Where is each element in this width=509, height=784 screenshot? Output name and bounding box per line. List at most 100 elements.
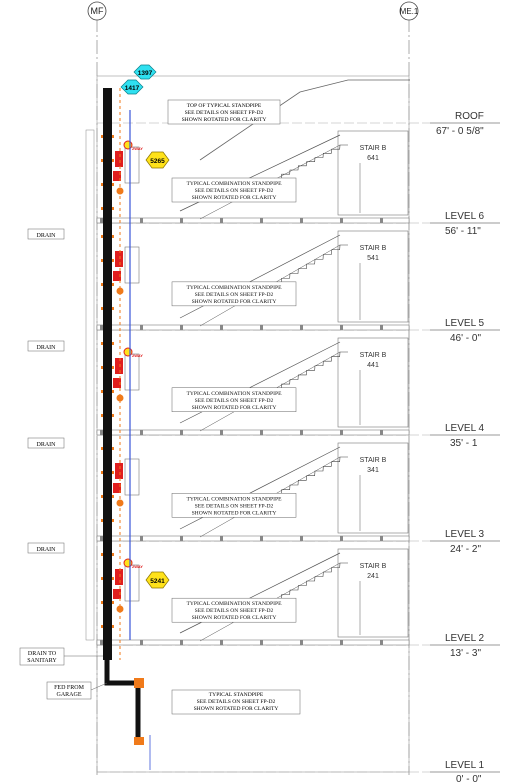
slab-mark: [260, 640, 263, 645]
slab-mark: [220, 640, 223, 645]
slab-mark: [180, 536, 183, 541]
level-5[interactable]: LEVEL 5 46' - 0": [430, 318, 500, 344]
stair-room-number: 441: [367, 362, 379, 369]
svg-text:LEVEL 6: LEVEL 6: [445, 211, 485, 222]
garage-feed-pipe: [104, 660, 141, 745]
drain-label-4: DRAIN: [27, 542, 65, 554]
fdc-2way-tag[interactable]: 2WAY: [123, 558, 143, 569]
slab-mark: [140, 325, 143, 330]
svg-text:DRAIN TO: DRAIN TO: [28, 651, 57, 657]
svg-text:SHOWN ROTATED FOR CLARITY: SHOWN ROTATED FOR CLARITY: [192, 405, 277, 411]
svg-text:SHOWN ROTATED FOR CLARITY: SHOWN ROTATED FOR CLARITY: [182, 117, 267, 123]
slab-mark: [300, 325, 303, 330]
svg-text:SHOWN ROTATED FOR CLARITY: SHOWN ROTATED FOR CLARITY: [192, 299, 277, 305]
slab-mark: [300, 430, 303, 435]
floor-slab: [96, 217, 410, 224]
slab-mark: [260, 218, 263, 223]
svg-text:FED FROM: FED FROM: [54, 685, 85, 691]
hex-tag-1417[interactable]: 1417: [120, 79, 144, 95]
note-top-standpipe: TOP OF TYPICAL STANDPIPE SEE DETAILS ON …: [167, 99, 281, 125]
drain-label-3: DRAIN: [27, 437, 65, 449]
svg-text:DRAIN: DRAIN: [37, 547, 57, 553]
slab-mark: [140, 536, 143, 541]
stair-b-room: [337, 337, 409, 428]
standpipe-riser: [103, 88, 112, 660]
slab-mark: [100, 325, 103, 330]
svg-text:DRAIN: DRAIN: [37, 233, 57, 239]
drain-to-sanitary-label: DRAIN TO SANITARY: [19, 647, 65, 666]
stair-b-room: [337, 230, 409, 323]
svg-text:SEE DETAILS ON SHEET FP-D2: SEE DETAILS ON SHEET FP-D2: [195, 608, 274, 614]
hex-tag-5265[interactable]: 5265: [145, 151, 170, 169]
level-6[interactable]: LEVEL 6 56' - 11": [430, 211, 500, 237]
svg-text:TOP OF TYPICAL STANDPIPE: TOP OF TYPICAL STANDPIPE: [187, 103, 262, 109]
svg-text:SEE DETAILS ON SHEET FP-D2: SEE DETAILS ON SHEET FP-D2: [185, 110, 264, 116]
slab-mark: [340, 536, 343, 541]
slab-mark: [220, 430, 223, 435]
svg-text:TYPICAL COMBINATION STANDPIPE: TYPICAL COMBINATION STANDPIPE: [186, 391, 282, 397]
svg-text:LEVEL 4: LEVEL 4: [445, 423, 485, 434]
svg-text:2WAY: 2WAY: [132, 564, 143, 569]
svg-text:24' - 2": 24' - 2": [450, 544, 481, 555]
level-1[interactable]: LEVEL 1 0' - 0": [430, 760, 500, 784]
svg-text:SEE DETAILS ON SHEET FP-D2: SEE DETAILS ON SHEET FP-D2: [197, 699, 276, 705]
level-labels: ROOF 67' - 0 5/8" LEVEL 6 56' - 11" LEVE…: [430, 111, 500, 784]
svg-text:ME.1: ME.1: [400, 7, 419, 16]
hose-valve-assembly[interactable]: [113, 353, 140, 402]
level-4[interactable]: LEVEL 4 35' - 1: [430, 423, 500, 449]
slab-mark: [300, 218, 303, 223]
level-2[interactable]: LEVEL 2 13' - 3": [430, 633, 500, 659]
note-typical-standpipe: TYPICAL STANDPIPE SEE DETAILS ON SHEET F…: [171, 689, 301, 715]
stair-b-room: [337, 442, 409, 534]
slab-mark: [380, 218, 383, 223]
svg-text:LEVEL 3: LEVEL 3: [445, 529, 485, 540]
grid-marker-mf[interactable]: MF: [87, 1, 107, 21]
slab-mark: [180, 325, 183, 330]
svg-text:5241: 5241: [150, 578, 165, 585]
stair-room-number: 241: [367, 573, 379, 580]
roof-stair-rail: [199, 79, 410, 161]
slab-mark: [100, 536, 103, 541]
floor-slab: [96, 429, 410, 436]
hose-valve-assembly[interactable]: [113, 146, 140, 195]
hose-valve-assembly[interactable]: [113, 458, 140, 507]
slab-mark: [100, 430, 103, 435]
slab-mark: [140, 640, 143, 645]
wall-left: [85, 129, 95, 641]
svg-text:TYPICAL COMBINATION STANDPIPE: TYPICAL COMBINATION STANDPIPE: [186, 601, 282, 607]
grid-marker-me1[interactable]: ME.1: [399, 1, 419, 21]
hex-tag-5241[interactable]: 5241: [145, 571, 170, 589]
svg-text:LEVEL 5: LEVEL 5: [445, 318, 485, 329]
svg-text:SEE DETAILS ON SHEET FP-D2: SEE DETAILS ON SHEET FP-D2: [195, 188, 274, 194]
fdc-2way-tag[interactable]: 2WAY: [123, 140, 143, 151]
svg-text:0' - 0": 0' - 0": [456, 774, 482, 784]
slab-mark: [180, 218, 183, 223]
level-roof[interactable]: ROOF 67' - 0 5/8": [430, 111, 500, 137]
svg-text:SHOWN ROTATED FOR CLARITY: SHOWN ROTATED FOR CLARITY: [192, 195, 277, 201]
stair-b-label: STAIR B: [360, 457, 387, 464]
svg-text:MF: MF: [91, 6, 104, 16]
svg-text:2WAY: 2WAY: [132, 146, 143, 151]
hose-valve-assembly[interactable]: [113, 564, 140, 613]
svg-text:SEE DETAILS ON SHEET FP-D2: SEE DETAILS ON SHEET FP-D2: [195, 398, 274, 404]
svg-text:ROOF: ROOF: [455, 111, 484, 122]
level-3[interactable]: LEVEL 3 24' - 2": [430, 529, 500, 555]
stair-room-number: 541: [367, 255, 379, 262]
floor-slab: [96, 639, 410, 646]
svg-text:SEE DETAILS ON SHEET FP-D2: SEE DETAILS ON SHEET FP-D2: [195, 503, 274, 509]
stair-b-label: STAIR B: [360, 563, 387, 570]
svg-text:SANITARY: SANITARY: [27, 658, 57, 664]
slab-mark: [140, 430, 143, 435]
stair-room-number: 641: [367, 155, 379, 162]
hose-valve-assembly[interactable]: [113, 246, 140, 295]
fdc-2way-tag[interactable]: 2WAY: [123, 347, 143, 358]
hex-tag-1397[interactable]: 1397: [133, 64, 157, 80]
slab-mark: [260, 430, 263, 435]
